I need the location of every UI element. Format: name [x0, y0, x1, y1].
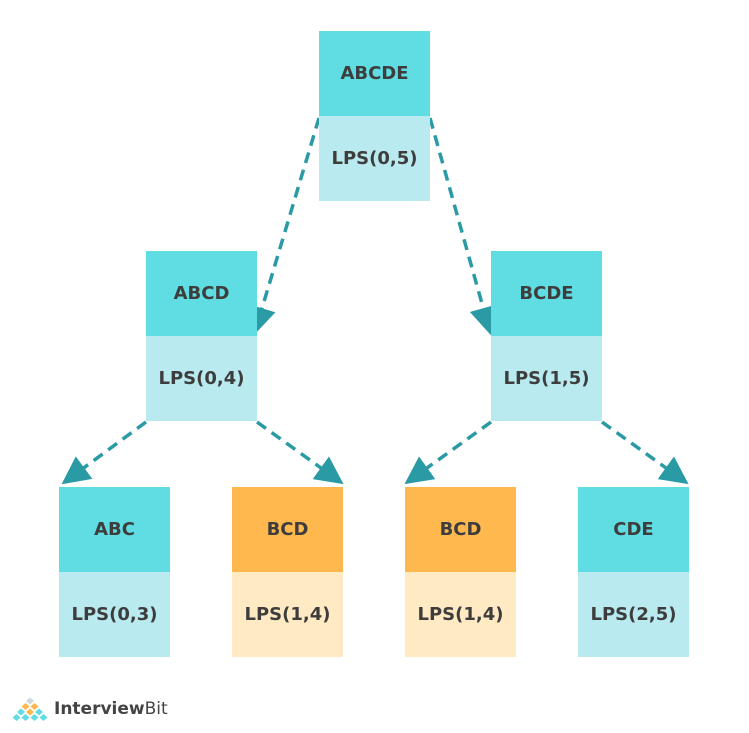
node-substring: ABCDE — [319, 31, 430, 116]
node-call: LPS(0,4) — [146, 336, 257, 421]
node-call: LPS(0,5) — [319, 116, 430, 201]
logo-diamond — [17, 708, 25, 716]
logo-text-light: Bit — [144, 699, 168, 719]
edge-arrow — [428, 117, 497, 336]
node-call: LPS(1,5) — [491, 336, 602, 421]
node-substring: BCD — [405, 487, 516, 572]
logo-diamond — [26, 708, 34, 716]
node-call: LPS(2,5) — [578, 572, 689, 657]
edge-arrow — [600, 420, 689, 485]
logo-text: InterviewBit — [54, 699, 168, 719]
node-call: LPS(0,3) — [59, 572, 170, 657]
logo-diamonds-icon — [12, 697, 48, 721]
node-substring: BCDE — [491, 251, 602, 336]
logo-diamond — [21, 714, 30, 721]
logo-diamond — [39, 714, 48, 721]
edge-arrow — [61, 420, 148, 485]
edge-arrow — [248, 117, 321, 336]
node-substring: CDE — [578, 487, 689, 572]
node-substring: ABCD — [146, 251, 257, 336]
logo-diamond — [21, 703, 30, 710]
node-call: LPS(1,4) — [405, 572, 516, 657]
logo-text-bold: Interview — [54, 699, 145, 719]
interviewbit-logo: InterviewBit — [10, 697, 168, 721]
node-substring: BCD — [232, 487, 343, 572]
edge-arrow — [404, 420, 493, 485]
node-substring: ABC — [59, 487, 170, 572]
logo-diamond — [30, 714, 39, 721]
node-call: LPS(1,4) — [232, 572, 343, 657]
logo-diamond — [12, 714, 21, 721]
logo-diamond — [30, 703, 39, 710]
logo-diamond — [26, 697, 34, 705]
logo-diamond — [35, 708, 43, 716]
edge-arrow — [255, 420, 344, 485]
